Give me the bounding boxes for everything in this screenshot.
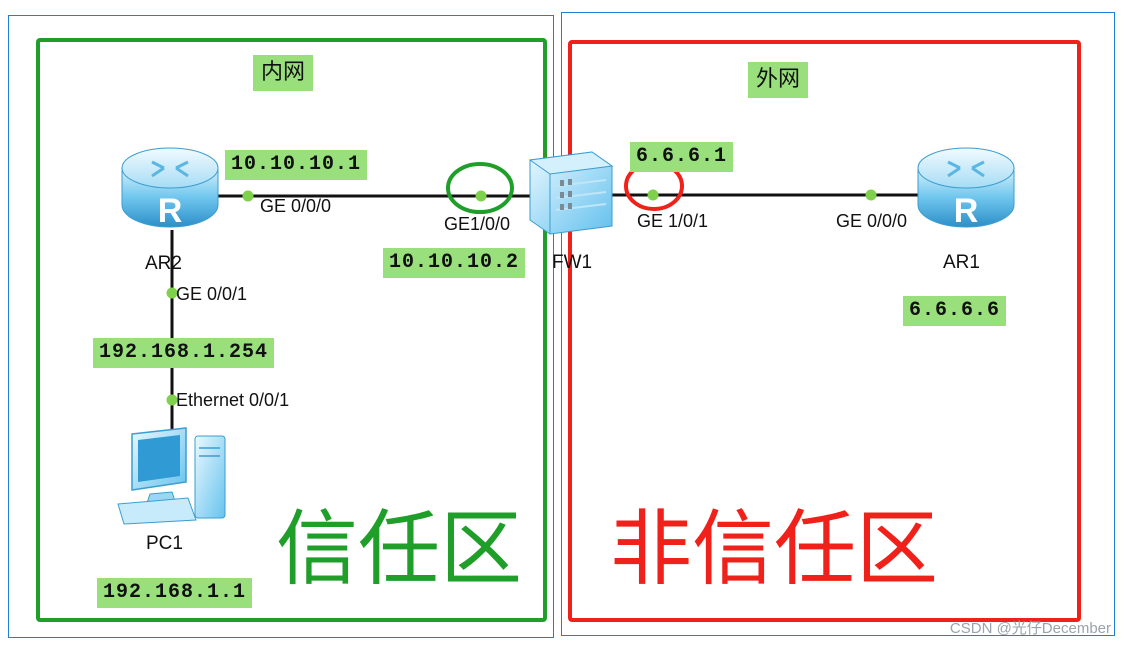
port-dot-ar2-ge001 bbox=[166, 287, 178, 299]
router-icon-ar2: R bbox=[121, 147, 219, 230]
port-label-ar1-ge000: GE 0/0/0 bbox=[836, 211, 908, 231]
highlight-circle-inside-port bbox=[446, 162, 514, 214]
port-label-fw1-ge101: GE 1/0/1 bbox=[637, 211, 709, 231]
device-label-ar1: AR1 bbox=[943, 252, 980, 273]
inside-area-frame bbox=[8, 15, 554, 638]
zone-label-inside: 内网 bbox=[253, 55, 314, 91]
port-dot-ar2-ge000 bbox=[242, 190, 254, 202]
svg-text:R: R bbox=[158, 192, 183, 230]
router-icon-ar1: R bbox=[917, 147, 1015, 230]
port-label-ar2-ge001: GE 0/0/1 bbox=[176, 284, 248, 304]
trust-zone-frame bbox=[36, 38, 547, 622]
zone-name-trust: 信任区 bbox=[276, 502, 523, 597]
ip-tag-ar2-ge001: 192.168.1.254 bbox=[93, 338, 275, 368]
ip-tag-fw1-ge101: 6.6.6.1 bbox=[630, 142, 734, 172]
watermark: CSDN @光仔December bbox=[949, 620, 1111, 637]
zone-name-untrust: 非信任区 bbox=[610, 502, 939, 597]
outside-area-frame bbox=[561, 12, 1115, 636]
port-dot-fw1-ge100 bbox=[475, 190, 487, 202]
firewall-icon-fw1 bbox=[528, 151, 614, 235]
port-dot-ar1-ge000 bbox=[865, 189, 877, 201]
port-dot-fw1-ge101 bbox=[647, 189, 659, 201]
ip-tag-pc1: 192.168.1.1 bbox=[97, 578, 253, 608]
ip-tag-ar1: 6.6.6.6 bbox=[903, 296, 1007, 326]
ip-tag-ar2-ge000: 10.10.10.1 bbox=[225, 150, 368, 180]
ip-tag-fw1-ge100: 10.10.10.2 bbox=[383, 248, 526, 278]
device-label-fw1: FW1 bbox=[552, 252, 593, 273]
untrust-zone-frame bbox=[568, 40, 1081, 622]
port-label-pc1-eth001: Ethernet 0/0/1 bbox=[176, 390, 290, 410]
device-label-ar2: AR2 bbox=[145, 253, 182, 274]
zone-label-outside: 外网 bbox=[748, 62, 809, 98]
svg-text:R: R bbox=[954, 192, 979, 230]
port-label-ar2-ge000: GE 0/0/0 bbox=[260, 196, 332, 216]
device-label-pc1: PC1 bbox=[146, 533, 183, 554]
port-dot-pc1-eth001 bbox=[166, 394, 178, 406]
port-label-fw1-ge100: GE1/0/0 bbox=[444, 214, 511, 234]
pc-icon-pc1 bbox=[117, 427, 226, 525]
